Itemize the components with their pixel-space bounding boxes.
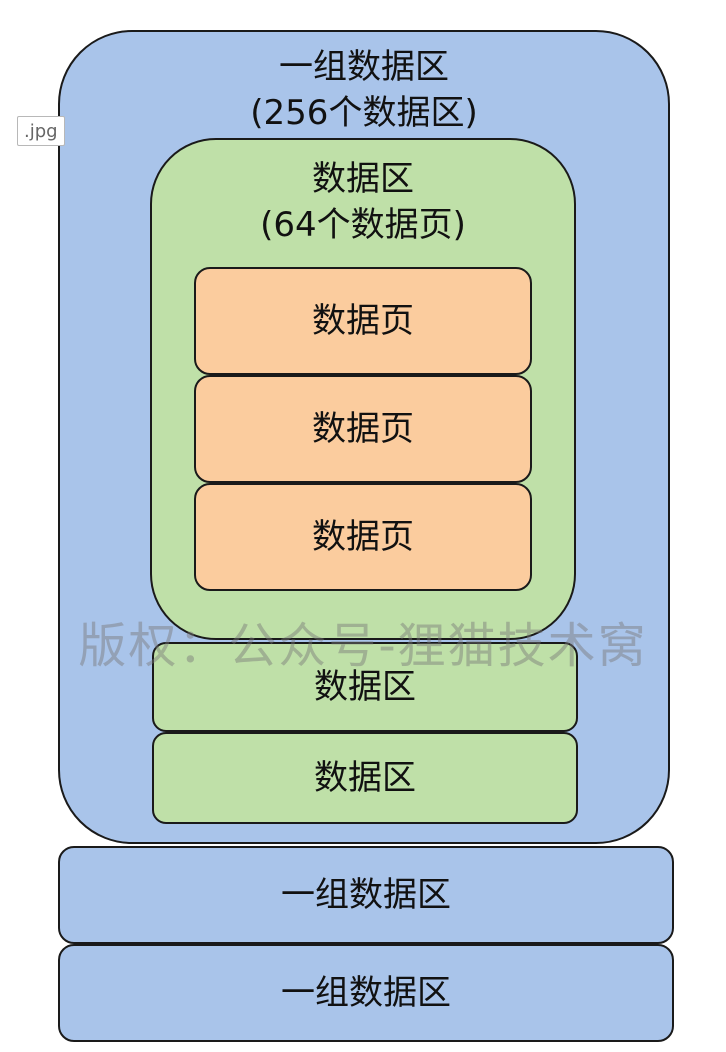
data-zone-group-label: 一组数据区 bbox=[281, 874, 451, 915]
data-page-1: 数据页 bbox=[194, 267, 532, 375]
data-zone-group-3: 一组数据区 bbox=[58, 944, 674, 1042]
file-extension-badge: .jpg bbox=[17, 116, 65, 146]
data-zone-label: 数据区 bbox=[314, 757, 416, 798]
data-page-label: 数据页 bbox=[312, 516, 414, 557]
data-page-2: 数据页 bbox=[194, 375, 532, 483]
data-zone-group-title: 一组数据区 (256个数据区) bbox=[60, 44, 668, 136]
data-zone-title-line2: (64个数据页) bbox=[260, 205, 466, 245]
data-zone-title-line1: 数据区 bbox=[312, 159, 414, 199]
data-zone-group-2: 一组数据区 bbox=[58, 846, 674, 944]
data-page-3: 数据页 bbox=[194, 483, 532, 591]
data-zone-2: 数据区 bbox=[152, 642, 578, 732]
data-page-label: 数据页 bbox=[312, 408, 414, 449]
data-zone-title: 数据区 (64个数据页) bbox=[152, 156, 574, 248]
data-zone-group-title-line2: (256个数据区) bbox=[250, 93, 478, 133]
data-zone-label: 数据区 bbox=[314, 666, 416, 707]
data-page-label: 数据页 bbox=[312, 300, 414, 341]
data-zone-3: 数据区 bbox=[152, 732, 578, 824]
data-zone-group-title-line1: 一组数据区 bbox=[279, 47, 449, 87]
data-zone-group-label: 一组数据区 bbox=[281, 972, 451, 1013]
